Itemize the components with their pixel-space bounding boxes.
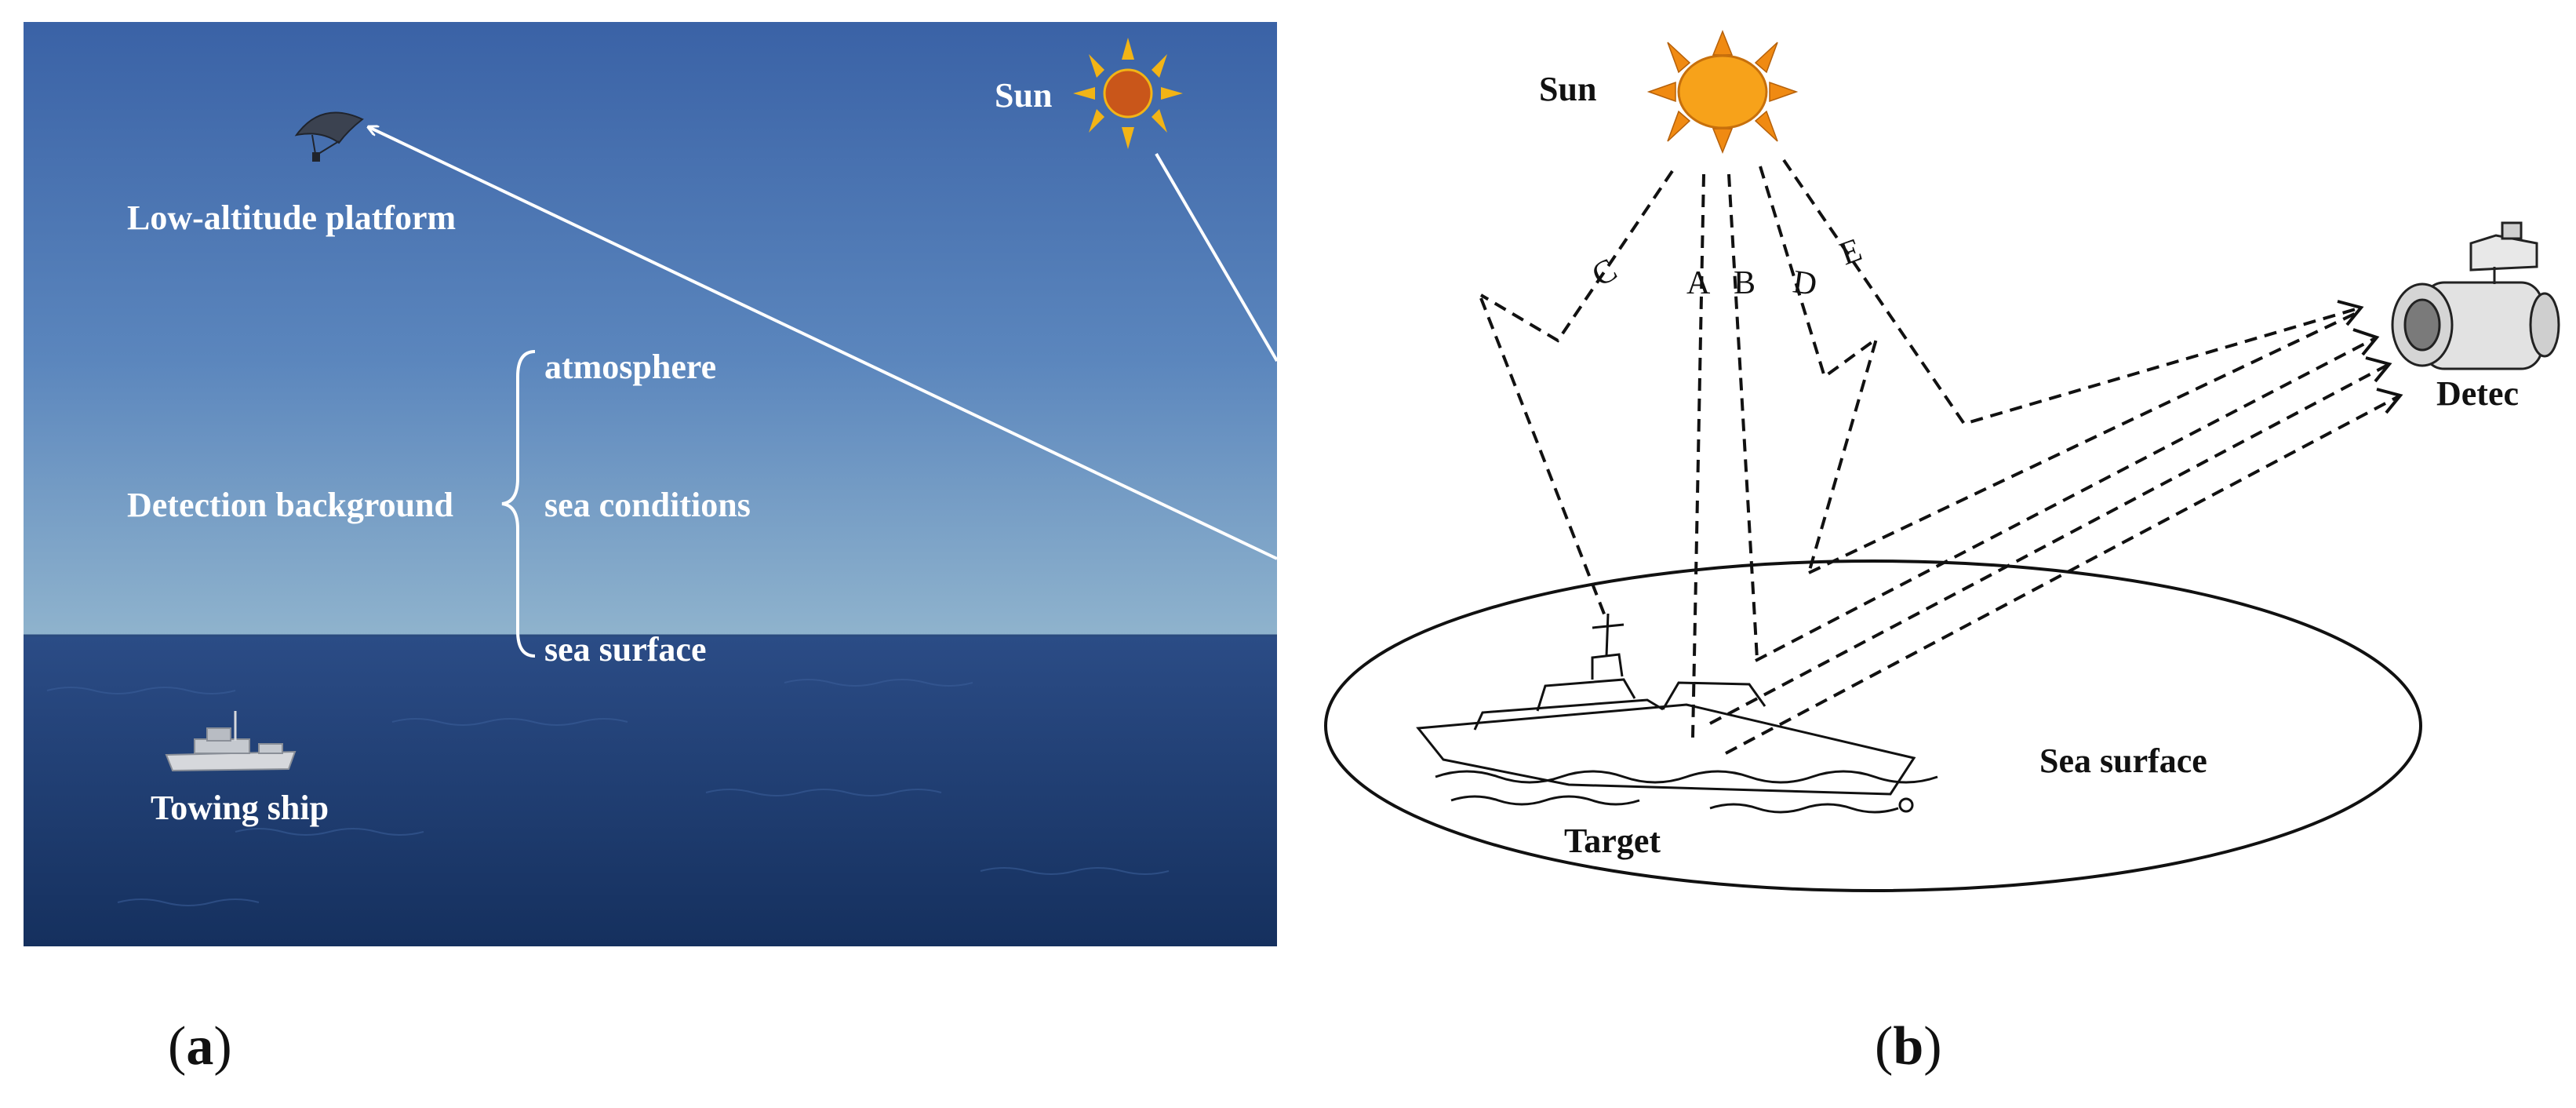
brace bbox=[501, 350, 536, 658]
caption-b: (b) bbox=[1875, 1016, 1942, 1077]
sun-icon-b bbox=[1646, 29, 1799, 155]
target-ship-icon bbox=[1416, 613, 1938, 814]
detection-background-label: Detection background bbox=[127, 486, 453, 524]
sun-label-b: Sun bbox=[1539, 70, 1596, 108]
caption-b-letter: b bbox=[1893, 1016, 1923, 1077]
detector-label: Detec bbox=[2436, 374, 2519, 413]
ray-a-path bbox=[1691, 173, 1705, 738]
platform-label: Low-altitude platform bbox=[127, 199, 456, 237]
ray-e-path bbox=[1782, 159, 2362, 426]
sea-surface-label-a: sea surface bbox=[544, 630, 707, 669]
sea-conditions-label: sea conditions bbox=[544, 486, 751, 524]
light-paths bbox=[1479, 159, 2401, 755]
towing-ship-label: Towing ship bbox=[151, 789, 329, 827]
towing-ship-icon bbox=[165, 711, 297, 772]
target-label: Target bbox=[1564, 822, 1661, 860]
ray-label-b: B bbox=[1734, 265, 1756, 301]
panel-a: Sun Low-altitude platform Detection back… bbox=[24, 22, 1279, 946]
ray-label-a: A bbox=[1686, 265, 1711, 301]
ray-c-path bbox=[1479, 169, 1674, 343]
detector-camera-icon bbox=[2391, 221, 2560, 370]
sea-waves bbox=[46, 679, 1170, 906]
parafoil-platform-icon bbox=[294, 111, 364, 162]
ray-c-to-target bbox=[1479, 297, 1608, 621]
panel-a-sea bbox=[24, 636, 1277, 946]
caption-a-letter: a bbox=[186, 1016, 213, 1077]
ray-label-e: E bbox=[1836, 231, 1867, 272]
atmosphere-label: atmosphere bbox=[544, 348, 716, 386]
panel-a-sky bbox=[24, 22, 1277, 636]
reflect-path-4 bbox=[1725, 394, 2401, 755]
ray-d-path bbox=[1759, 166, 1879, 574]
reflect-path-1 bbox=[1808, 309, 2362, 574]
caption-a: (a) bbox=[168, 1016, 232, 1077]
sun-icon-a bbox=[1073, 38, 1183, 149]
ray-label-c: C bbox=[1586, 252, 1623, 294]
sea-surface-label-b: Sea surface bbox=[2039, 742, 2207, 780]
reflect-path-2 bbox=[1755, 336, 2378, 662]
reflect-path-3 bbox=[1709, 363, 2390, 725]
detector-arrowheads bbox=[2337, 300, 2403, 414]
arrow-to-platform bbox=[369, 127, 1278, 560]
ray-label-d: D bbox=[1791, 264, 1819, 303]
sea-surface-ellipse bbox=[1324, 559, 2422, 892]
svg-text:(a): (a) bbox=[168, 1016, 232, 1077]
sun-ray-line bbox=[1155, 152, 1279, 363]
sun-label-a: Sun bbox=[995, 76, 1052, 115]
panel-b: Sun Sea surface Target bbox=[1324, 29, 2560, 892]
ray-b-path bbox=[1727, 173, 1759, 660]
svg-text:(b): (b) bbox=[1875, 1016, 1942, 1077]
